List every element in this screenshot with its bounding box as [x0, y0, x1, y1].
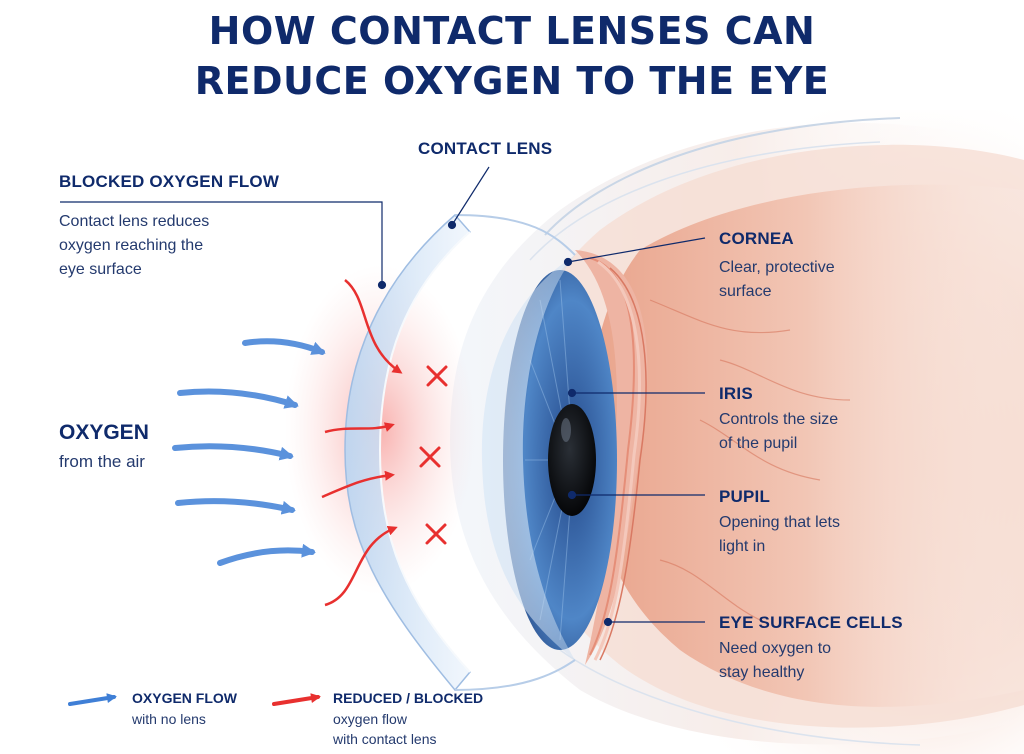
blue-oxygen-arrow-3 — [172, 443, 294, 461]
leader-cornea — [563, 237, 706, 267]
blocked-marks — [419, 365, 448, 545]
cornea-description: Clear, protective surface — [719, 256, 835, 304]
iris-description: Controls the size of the pupil — [719, 408, 838, 456]
leader-blocked — [60, 201, 387, 290]
contact-lens — [344, 213, 576, 692]
blocked-heading: BLOCKED OXYGEN FLOW — [59, 172, 280, 191]
red-reduced-arrow-3 — [321, 470, 395, 499]
leader-surface-cells — [603, 617, 705, 627]
legend-reduced-desc: oxygen flow with contact lens — [333, 709, 437, 749]
legend-arrows — [68, 693, 321, 706]
legend-red-arrow-icon — [272, 693, 321, 706]
pupil-desc-line-1: Opening that lets — [719, 514, 840, 531]
iris-heading: IRIS — [719, 384, 753, 403]
reduced-flow-arrows — [321, 279, 403, 607]
leader-contact-lens — [447, 166, 490, 230]
blocked-desc-line-3: eye surface — [59, 261, 142, 278]
oxygen-flow-arrows — [172, 338, 326, 566]
legend-reduced-heading: REDUCED / BLOCKED — [333, 690, 484, 706]
title-line-1: HOW CONTACT LENSES CAN — [208, 9, 816, 53]
blue-oxygen-arrow-5 — [217, 543, 316, 566]
contact-lens-label: CONTACT LENS — [418, 139, 553, 158]
title-line-2: REDUCE OXYGEN TO THE EYE — [194, 59, 830, 103]
pupil-highlight — [561, 418, 571, 442]
leader-lines — [60, 166, 706, 627]
leader-iris — [567, 388, 705, 398]
pupil-description: Opening that lets light in — [719, 511, 840, 559]
cornea — [481, 255, 575, 660]
surface-cells-heading: EYE SURFACE CELLS — [719, 613, 903, 632]
leader-pupil — [567, 490, 705, 500]
blocked-description: Contact lens reduces oxygen reaching the… — [59, 210, 209, 282]
legend-oxygen-flow-heading: OXYGEN FLOW — [132, 690, 237, 706]
cornea-desc-line-1: Clear, protective — [719, 259, 835, 276]
cornea-desc-line-2: surface — [719, 283, 772, 300]
red-reduced-arrow-1 — [344, 279, 403, 374]
surface-cells-description: Need oxygen to stay healthy — [719, 637, 831, 685]
iris-desc-line-2: of the pupil — [719, 435, 798, 452]
pupil — [548, 404, 596, 516]
iris-desc-line-1: Controls the size — [719, 411, 839, 428]
surface-cells-desc-line-1: Need oxygen to — [719, 640, 832, 657]
red-reduced-arrow-2 — [324, 422, 395, 434]
legend-reduced-desc-line-2: with contact lens — [333, 731, 437, 747]
blue-oxygen-arrow-2 — [177, 388, 299, 409]
blocked-x-icon — [419, 446, 441, 468]
pupil-desc-line-2: light in — [719, 538, 766, 555]
legend-blue-arrow-icon — [68, 693, 117, 706]
legend-oxygen-flow-desc: with no lens — [132, 711, 206, 727]
eye-surface-cells — [575, 250, 648, 665]
red-reduced-arrow-4 — [324, 525, 398, 607]
blocked-desc-line-2: oxygen reaching the — [59, 237, 204, 254]
cornea-heading: CORNEA — [719, 229, 794, 248]
blocked-desc-line-1: Contact lens reduces — [59, 213, 210, 230]
legend-reduced-desc-line-1: oxygen flow — [333, 711, 407, 727]
blocked-x-icon — [425, 523, 447, 545]
blocked-x-icon — [426, 365, 448, 387]
surface-cells-desc-line-2: stay healthy — [719, 664, 805, 681]
oxygen-description: from the air — [59, 452, 145, 471]
blue-oxygen-arrow-1 — [242, 338, 326, 355]
oxygen-heading: OXYGEN — [59, 421, 149, 444]
page-title: HOW CONTACT LENSES CAN REDUCE OXYGEN TO … — [0, 6, 1024, 106]
blue-oxygen-arrow-4 — [175, 498, 296, 515]
blood-vessels — [649, 299, 851, 621]
pupil-heading: PUPIL — [719, 487, 771, 506]
